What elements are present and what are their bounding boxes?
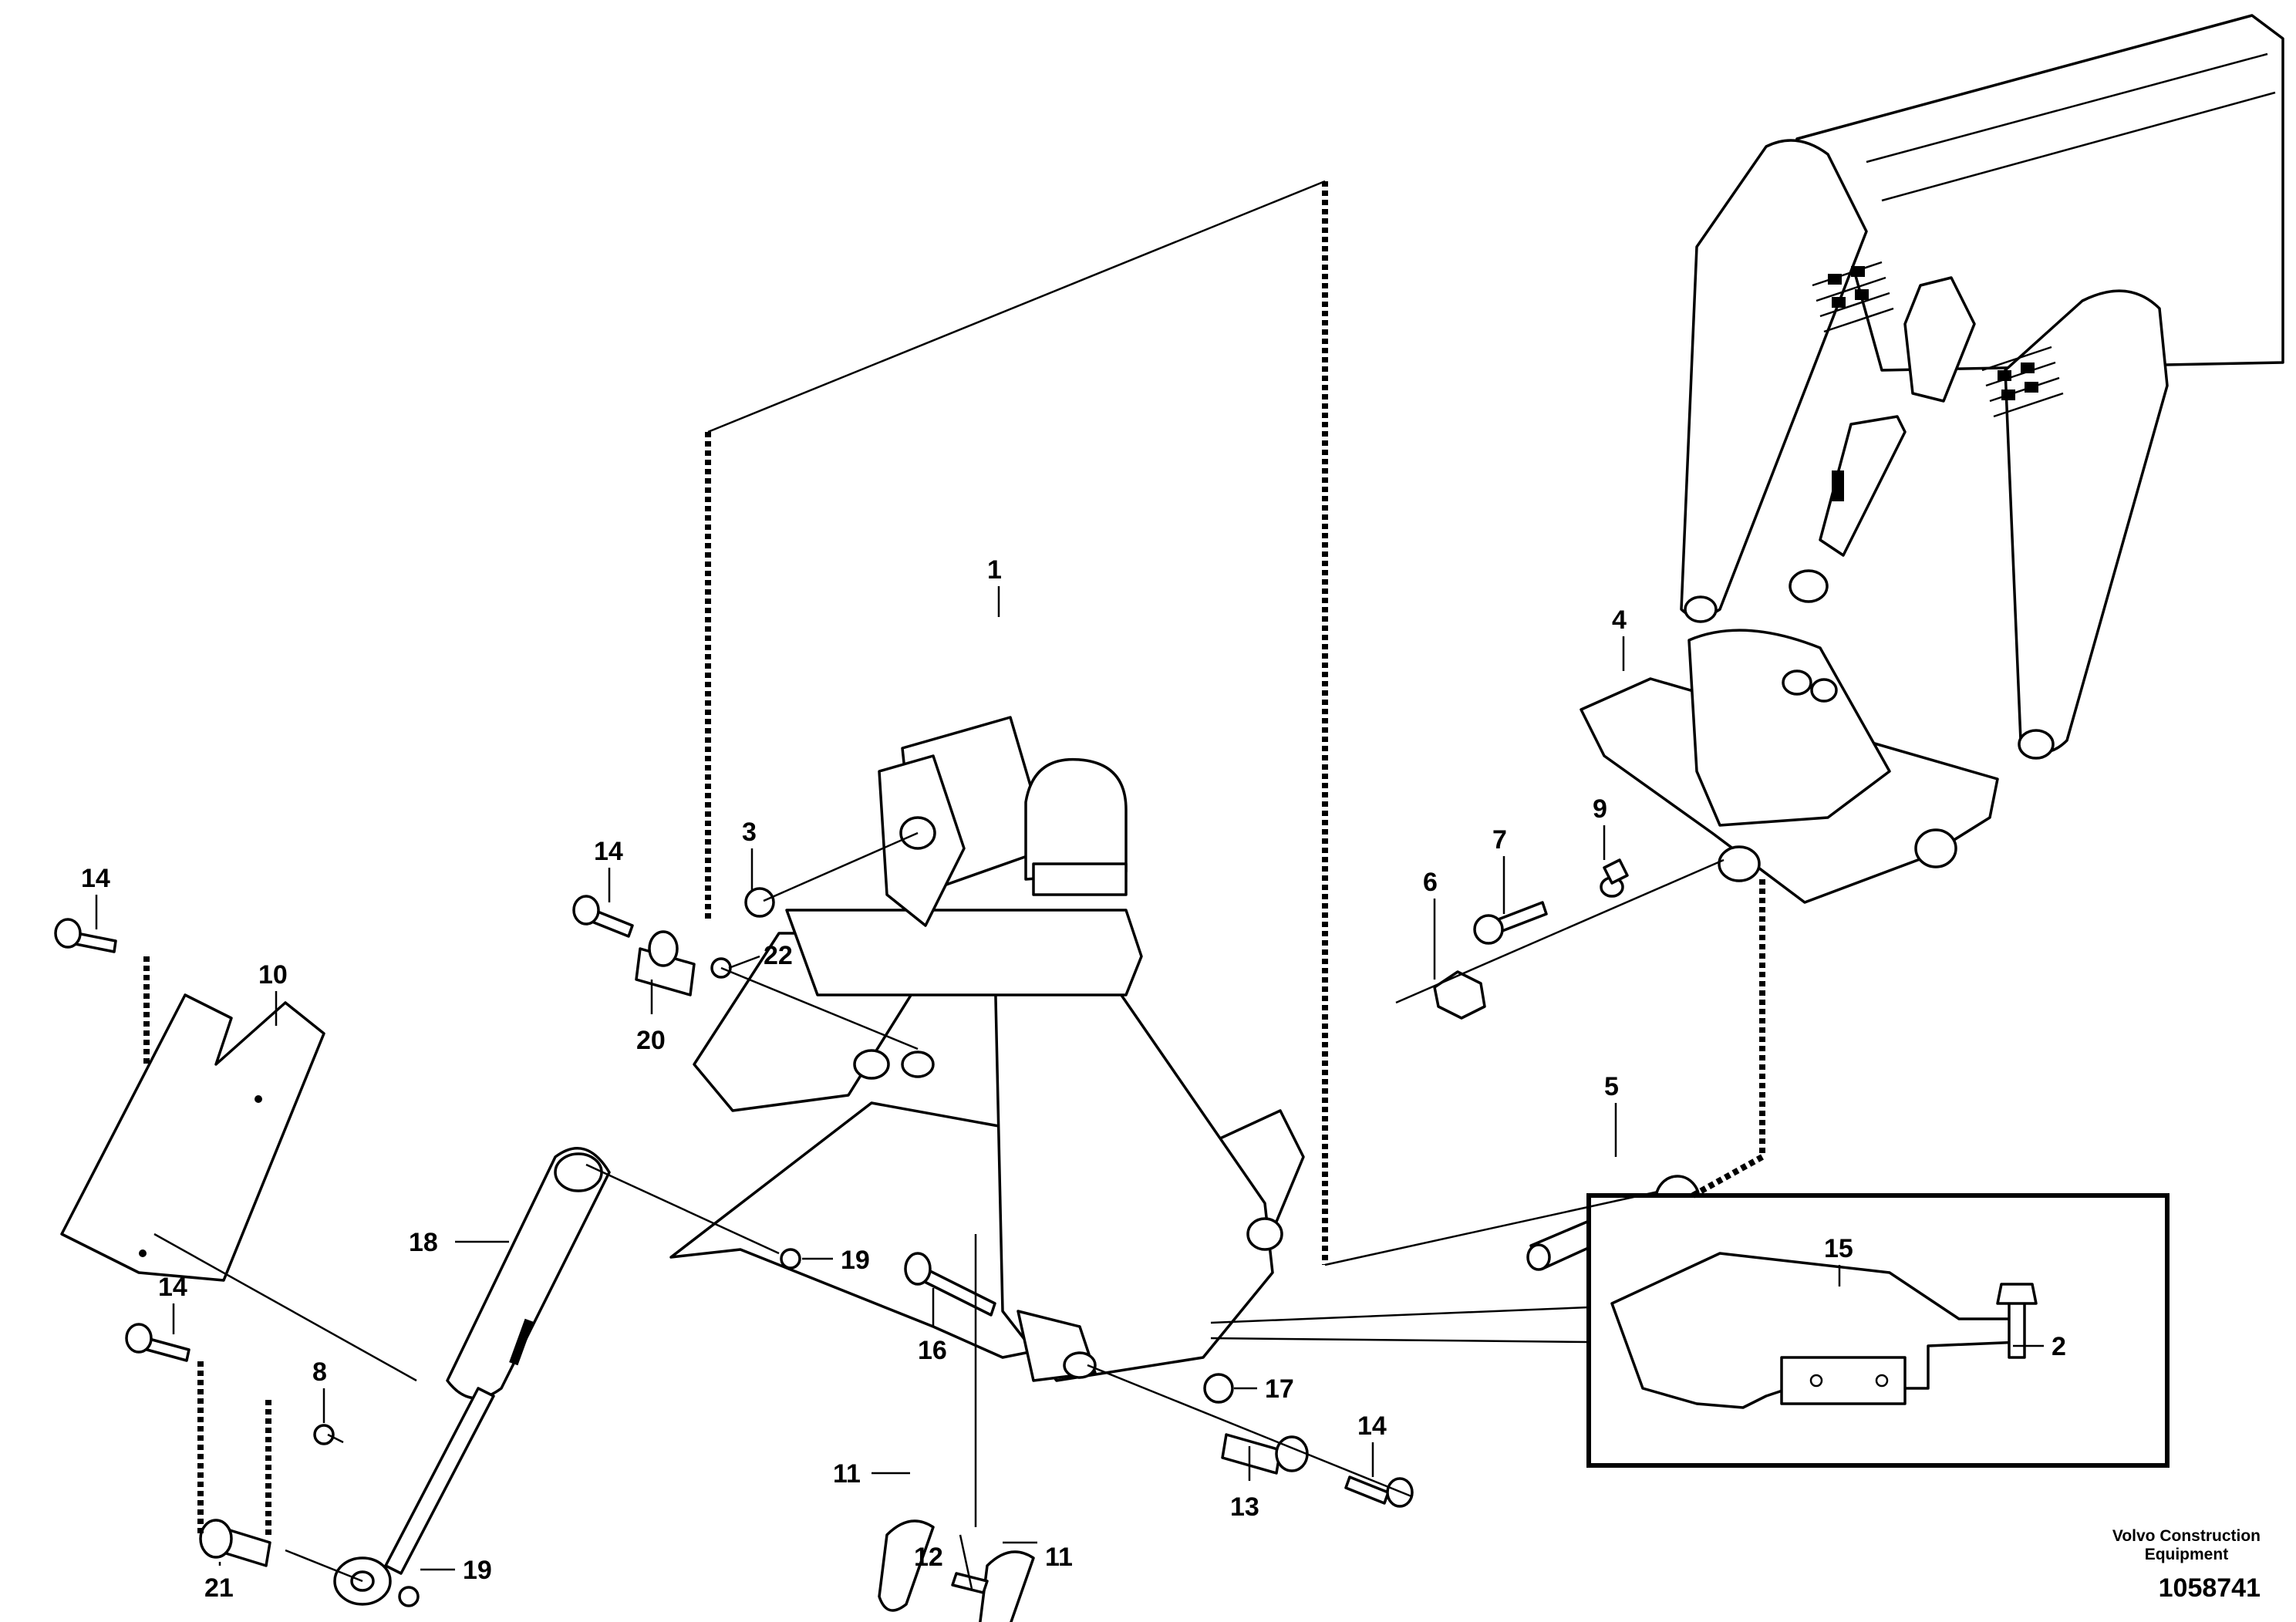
callout-19a: 19: [841, 1246, 870, 1275]
main-frame-assembly: [669, 716, 1305, 1382]
boom-assembly: [1680, 14, 2284, 760]
callout-11b: 11: [1045, 1543, 1073, 1572]
callout-2: 2: [2052, 1332, 2066, 1361]
callout-11a: 11: [833, 1459, 861, 1489]
document-number: 1058741: [2158, 1573, 2261, 1603]
callout-14b: 14: [594, 837, 623, 866]
assembly-lines: [143, 181, 1765, 1535]
callout-leaders: [95, 586, 2044, 1590]
callout-14a: 14: [81, 864, 110, 893]
hose-bundle-left: [1812, 261, 1894, 333]
manufacturer-credit: Volvo Construction Equipment: [2112, 1527, 2261, 1564]
callout-9: 9: [1593, 794, 1607, 824]
callout-22: 22: [764, 941, 793, 970]
callout-labels: 1 2 3 4 5 6 7 8 9 10 11 11 12 13 14 14 1…: [81, 555, 2066, 1603]
callout-14c: 14: [158, 1273, 187, 1302]
callout-18: 18: [409, 1228, 438, 1257]
callout-12: 12: [914, 1543, 943, 1572]
support-bracket: [1580, 629, 1999, 904]
callout-5: 5: [1604, 1072, 1619, 1101]
callout-19b: 19: [463, 1556, 492, 1585]
callout-14d: 14: [1357, 1411, 1387, 1441]
hydraulic-cylinder: [333, 1147, 611, 1606]
callout-13: 13: [1230, 1492, 1259, 1522]
callout-4: 4: [1612, 605, 1627, 635]
detail-inset: [1586, 1193, 2170, 1468]
callout-16: 16: [918, 1336, 947, 1365]
callout-1: 1: [987, 555, 1002, 585]
callout-6: 6: [1423, 868, 1438, 897]
credit-line-1: Volvo Construction: [2112, 1527, 2261, 1545]
callout-8: 8: [312, 1357, 327, 1387]
guard-plate: [60, 993, 325, 1282]
reference-lines: [153, 180, 1725, 1583]
callout-17: 17: [1265, 1374, 1294, 1404]
hose-bundle-right: [1981, 346, 2064, 418]
callout-10: 10: [258, 960, 288, 990]
credit-line-2: Equipment: [2144, 1546, 2229, 1563]
callout-20: 20: [636, 1026, 666, 1055]
callout-3: 3: [742, 818, 757, 847]
callout-15: 15: [1824, 1234, 1853, 1263]
callout-21: 21: [204, 1573, 234, 1603]
callout-7: 7: [1492, 825, 1507, 855]
